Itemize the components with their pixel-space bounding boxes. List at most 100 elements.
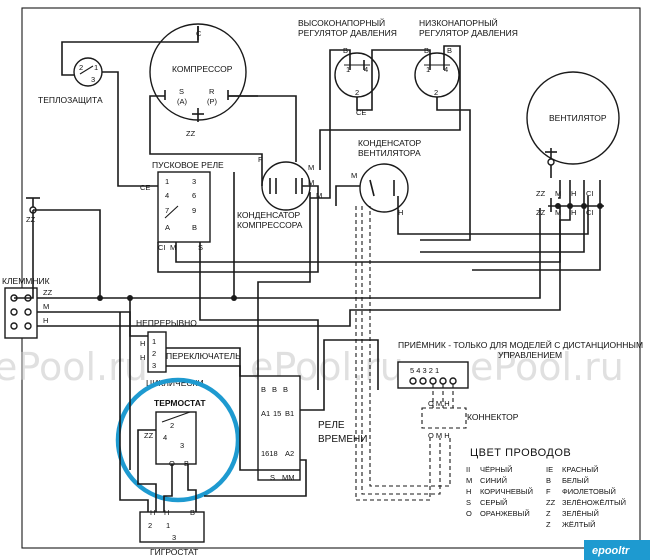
svg-text:1: 1 (426, 65, 430, 74)
timer-relay-label-2: ВРЕМЕНИ (318, 434, 367, 445)
mode-switch: 123 HH НЕПРЕРЫВНО ПЕРЕКЛЮЧАТЕЛЬ ЦИКЛИЧЕС… (136, 318, 241, 388)
legend-left-name-1: СИНИЙ (480, 476, 507, 485)
svg-text:6: 6 (192, 191, 196, 200)
svg-text:2: 2 (434, 88, 438, 97)
svg-text:(A): (A) (177, 97, 188, 106)
svg-text:1: 1 (166, 521, 170, 530)
svg-text:CI: CI (158, 243, 166, 252)
svg-text:R: R (209, 87, 215, 96)
svg-text:3: 3 (192, 177, 196, 186)
legend-left-code-3: S (466, 498, 471, 507)
svg-text:A: A (165, 223, 170, 232)
svg-text:4: 4 (364, 65, 368, 74)
legend-left-code-2: H (466, 487, 471, 496)
legend-left-code-4: O (466, 509, 472, 518)
svg-text:2: 2 (355, 88, 359, 97)
fan: ВЕНТИЛЯТОР (526, 71, 620, 166)
svg-text:15: 15 (273, 409, 281, 418)
timer-relay-label-1: РЕЛЕ (318, 420, 345, 431)
fan-label: ВЕНТИЛЯТОР (549, 113, 607, 123)
svg-text:2: 2 (170, 421, 174, 430)
svg-text:ZZ: ZZ (43, 288, 53, 297)
svg-text:ZZ: ZZ (186, 129, 196, 138)
svg-text:H: H (398, 208, 403, 217)
fan-capacitor-label-1: КОНДЕНСАТОР (358, 138, 422, 148)
svg-text:H: H (164, 508, 169, 517)
svg-text:B: B (447, 46, 452, 55)
compressor: КОМПРЕССОР C S (A) R (P) ZZ (149, 23, 247, 138)
highlight-circle (115, 377, 241, 503)
svg-text:H: H (140, 339, 145, 348)
cyclic-label: ЦИКЛИЧЕСКИ (146, 378, 204, 388)
compressor-capacitor: F M M M КОНДЕНСАТОР КОМПРЕССОРА (237, 155, 322, 230)
legend-left-name-4: ОРАНЖЕВЫЙ (480, 509, 530, 518)
svg-text:4: 4 (165, 191, 169, 200)
svg-text:7: 7 (165, 206, 169, 215)
brand-text: epooltr (592, 545, 630, 557)
svg-text:ZZ: ZZ (144, 431, 154, 440)
svg-text:H: H (571, 208, 576, 217)
svg-text:M: M (555, 208, 561, 217)
svg-text:1: 1 (346, 65, 350, 74)
svg-text:1618: 1618 (261, 449, 278, 458)
svg-text:H: H (43, 316, 48, 325)
svg-text:C: C (196, 29, 202, 38)
svg-text:3: 3 (91, 75, 95, 84)
svg-text:3: 3 (180, 441, 184, 450)
legend-right-name-2: ФИОЛЕТОВЫЙ (562, 487, 616, 496)
svg-text:M: M (308, 163, 314, 172)
svg-text:CE: CE (140, 183, 150, 192)
svg-text:M: M (43, 302, 49, 311)
lp-regulator-label-2: РЕГУЛЯТОР ДАВЛЕНИЯ (419, 28, 518, 38)
compressor-capacitor-label-1: КОНДЕНСАТОР (237, 210, 301, 220)
hp-regulator-label-1: ВЫСОКОНАПОРНЫЙ (298, 17, 385, 28)
svg-text:H: H (140, 353, 145, 362)
svg-text:3: 3 (172, 533, 176, 542)
thermal-protection-label: ТЕПЛОЗАЩИТА (38, 95, 103, 105)
svg-text:A2: A2 (285, 449, 294, 458)
svg-text:4: 4 (444, 65, 448, 74)
receiver-label-2: УПРАВЛЕНИЕМ (498, 350, 562, 360)
svg-text:M: M (170, 243, 176, 252)
wires: ZZ ZZ M H CI M H CI (14, 26, 604, 512)
svg-text:MM: MM (282, 473, 295, 482)
svg-text:(P): (P) (207, 97, 218, 106)
switch-label: ПЕРЕКЛЮЧАТЕЛЬ (166, 351, 241, 361)
fan-capacitor: M H КОНДЕНСАТОР ВЕНТИЛЯТОРА (351, 138, 422, 217)
legend-right-code-1: B (546, 476, 551, 485)
svg-text:B: B (192, 223, 197, 232)
svg-text:2: 2 (79, 63, 83, 72)
svg-text:B: B (190, 508, 195, 517)
receiver: 5 4 3 2 1 ПРИЁМНИК - ТОЛЬКО ДЛЯ МОДЕЛЕЙ … (397, 339, 643, 389)
brand-badge: epooltr (584, 540, 650, 560)
legend-left-name-0: ЧЁРНЫЙ (480, 465, 512, 474)
svg-text:O M H: O M H (428, 399, 450, 408)
svg-text:B: B (261, 385, 266, 394)
hygrostat-label: ГИГРОСТАТ (150, 547, 198, 557)
legend-right-code-3: ZZ (546, 498, 556, 507)
thermostat-label: ТЕРМОСТАТ (154, 398, 206, 408)
hp-regulator-label-2: РЕГУЛЯТОР ДАВЛЕНИЯ (298, 28, 397, 38)
legend-right-code-2: F (546, 487, 551, 496)
svg-text:B: B (272, 385, 277, 394)
svg-text:CI: CI (586, 189, 594, 198)
legend-right-code-5: Z (546, 520, 551, 529)
svg-text:S: S (270, 473, 275, 482)
watermark-1: ePool.ru (0, 345, 148, 389)
fan-capacitor-label-2: ВЕНТИЛЯТОРА (358, 148, 421, 158)
svg-text:O: O (169, 459, 175, 468)
compressor-label: КОМПРЕССОР (172, 64, 233, 74)
svg-text:CE: CE (356, 108, 366, 117)
svg-text:M: M (555, 189, 561, 198)
legend-left-name-3: СЕРЫЙ (480, 498, 507, 507)
svg-text:A1: A1 (261, 409, 270, 418)
svg-text:M: M (351, 171, 357, 180)
legend-left-code-0: II (466, 465, 470, 474)
legend-left-name-2: КОРИЧНЕВЫЙ (480, 487, 533, 496)
svg-text:3: 3 (152, 361, 156, 370)
